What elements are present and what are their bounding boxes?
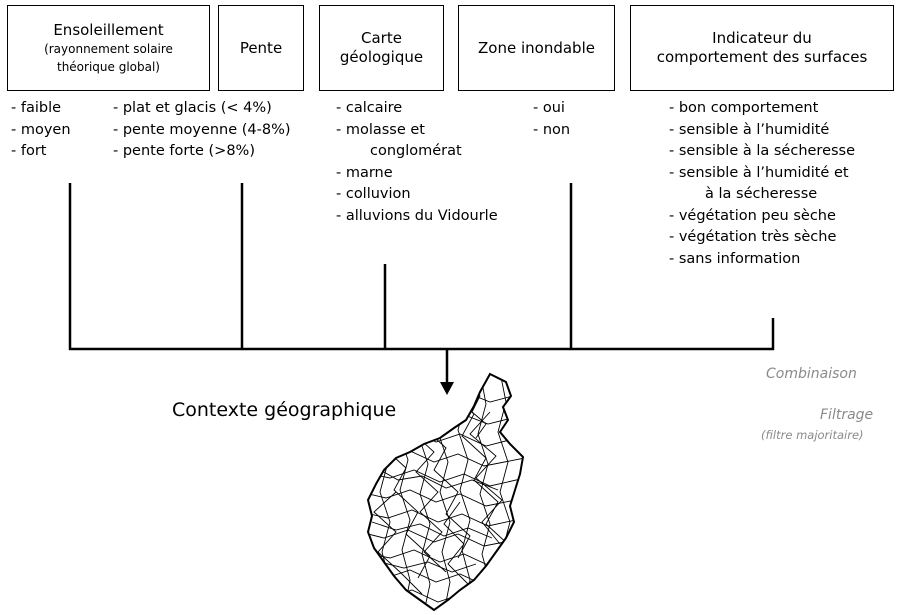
box-ensoleillement-title: Ensoleillement: [53, 20, 164, 39]
list-item: - fort: [11, 143, 47, 159]
label-filtre-majoritaire: (filtre majoritaire): [761, 428, 864, 442]
box-indicateur: Indicateur du comportement des surfaces: [630, 5, 894, 91]
list-item: à la sécheresse: [705, 186, 818, 202]
list-item: - sensible à l’humidité et: [669, 164, 849, 181]
box-zone-title: Zone inondable: [478, 38, 595, 57]
list-item: conglomérat: [370, 143, 462, 159]
box-carte-line2: géologique: [339, 48, 424, 66]
arrow-head: [440, 382, 454, 395]
box-ensoleillement-sub2: théorique global): [56, 59, 160, 74]
list-item: - faible: [11, 100, 62, 116]
box-indicateur-line1: Indicateur du: [712, 29, 812, 47]
list-item: - molasse et: [336, 121, 425, 138]
box-carte-geologique: Carte géologique: [319, 5, 444, 91]
list-item: - végétation très sèche: [669, 229, 837, 245]
label-filtrage: Filtrage: [820, 407, 874, 423]
list-item: - moyen: [11, 121, 71, 138]
list-item: - plat et glacis (< 4%): [113, 100, 272, 116]
list-pente: - plat et glacis (< 4%) - pente moyenne …: [113, 98, 291, 163]
contexte-geographique-label: Contexte géographique: [172, 399, 397, 421]
region-map: [366, 372, 525, 612]
list-item: - sensible à l’humidité: [669, 121, 830, 138]
box-ensoleillement-sub1: (rayonnement solaire: [44, 41, 173, 56]
list-item: - colluvion: [336, 186, 411, 202]
list-item: - alluvions du Vidourle: [336, 207, 498, 224]
list-indicateur: - bon comportement - sensible à l’humidi…: [669, 98, 855, 270]
box-carte-line1: Carte: [361, 29, 402, 47]
list-item: - bon comportement: [669, 100, 819, 116]
list-item: - non: [533, 121, 571, 138]
list-zone: - oui - non: [533, 98, 570, 141]
list-item: - pente moyenne (4-8%): [113, 121, 291, 138]
list-item: - calcaire: [336, 100, 403, 116]
list-item: - sensible à la sécheresse: [669, 143, 856, 159]
list-item: - oui: [533, 100, 565, 116]
box-pente: Pente: [218, 5, 304, 91]
box-ensoleillement: Ensoleillement (rayonnement solaire théo…: [7, 5, 210, 91]
box-pente-title: Pente: [239, 38, 283, 57]
list-geologie: - calcaire - molasse et conglomérat - ma…: [336, 98, 498, 227]
list-ensoleillement: - faible - moyen - fort: [11, 98, 71, 163]
box-indicateur-line2: comportement des surfaces: [656, 48, 868, 66]
box-zone-inondable: Zone inondable: [458, 5, 615, 91]
list-item: - pente forte (>8%): [113, 143, 255, 159]
list-item: - marne: [336, 164, 393, 181]
label-combinaison: Combinaison: [766, 366, 857, 382]
list-item: - sans information: [669, 250, 801, 267]
list-item: - végétation peu sèche: [669, 207, 836, 224]
